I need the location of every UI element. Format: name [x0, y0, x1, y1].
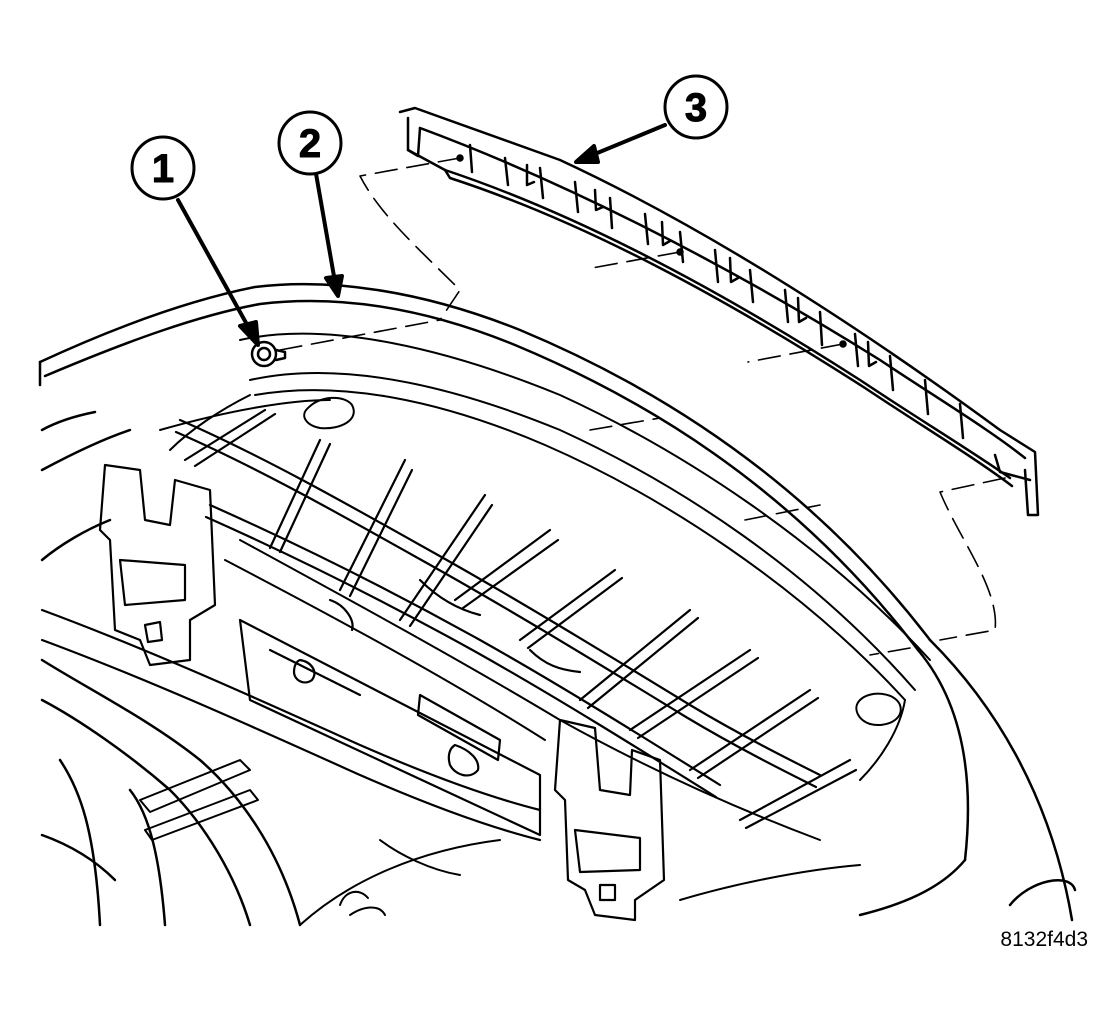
callout-2: 2: [277, 110, 343, 176]
deck-tray: [159, 332, 931, 841]
callout-2-label: 2: [299, 122, 321, 166]
figure-code: 8132f4d3: [1000, 928, 1088, 951]
callout-leaders: [176, 123, 667, 347]
floor-pan: [139, 759, 861, 926]
cross-beam: [40, 598, 542, 842]
alignment-lines: [279, 157, 1006, 656]
callout-3-label: 3: [685, 86, 707, 130]
push-pin-fastener: [250, 340, 287, 368]
latch-brackets: [98, 463, 666, 922]
trim-molding-strip: [398, 106, 1040, 517]
body-shell: [38, 282, 1077, 927]
callout-1-label: 1: [152, 147, 174, 191]
wire-frame: [174, 408, 858, 830]
callout-1: 1: [130, 135, 196, 201]
callout-3: 3: [663, 74, 729, 140]
